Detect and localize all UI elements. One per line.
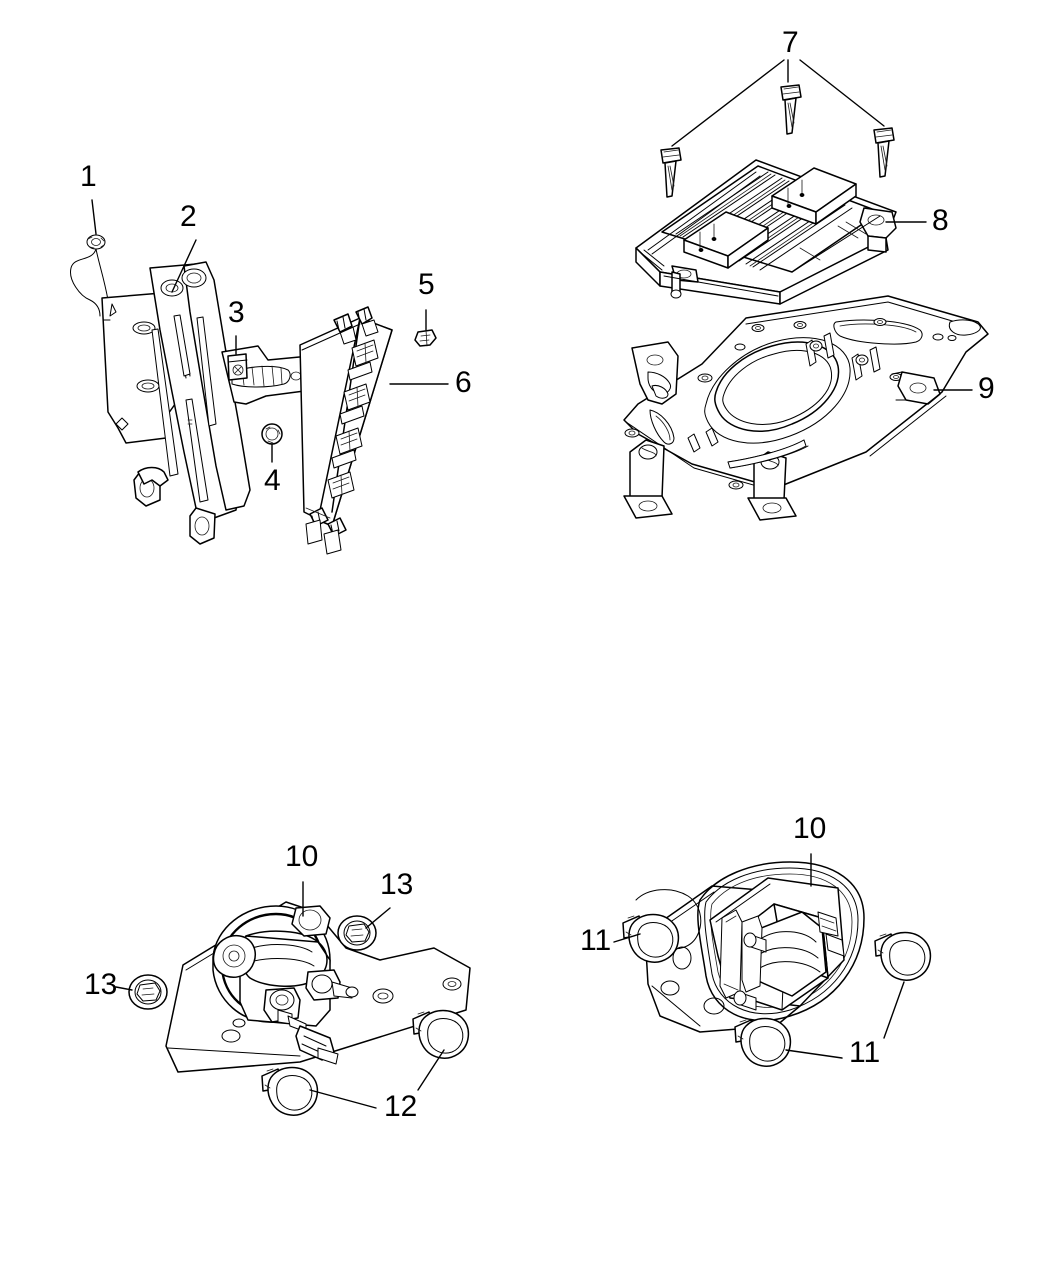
callout-label-7: 7 [782,26,799,59]
leader-11a [613,933,641,943]
part-11-bolt-right [874,931,932,981]
leader-12b [417,1049,445,1091]
callout-label-3: 3 [228,296,245,329]
callout-label-6: 6 [455,366,472,399]
callout-label-13-left: 13 [84,968,118,1001]
leader-11b [785,1049,843,1059]
leader-13a [365,907,391,929]
part-8-module-engine-control [635,159,897,305]
leader-12a [309,1089,377,1109]
leader-2 [171,239,197,293]
part-11-bolt-bottom [734,1017,792,1067]
callout-label-11-left: 11 [580,924,612,957]
callout-label-5: 5 [418,268,435,301]
part-11-bolt-left [622,913,680,963]
callout-label-9: 9 [978,372,995,405]
callout-leader-lines [91,199,973,1109]
assembly-starter-relay-right [622,861,932,1067]
part-7-screw-module-mounting [660,59,895,198]
callout-label-2: 2 [180,200,197,233]
callout-label-10-right: 10 [793,812,827,845]
part-3-nut-clip [227,353,248,381]
part-5-screw-retainer [414,329,437,347]
screw-right [873,127,895,178]
part-12-bolt-bottom [261,1066,319,1116]
callout-label-13-right: 13 [380,868,414,901]
part-2-bracket-engine-control-module [101,261,313,545]
part-9-bracket-module-mounting-plate [623,295,989,521]
callout-label-12: 12 [384,1090,418,1123]
part-6-module-transmission-control [299,306,393,555]
callout-label-10-left: 10 [285,840,319,873]
part-12-bolt-right [412,1009,470,1059]
leader-1 [91,199,97,235]
callout-label-4: 4 [264,464,281,497]
callout-label-8: 8 [932,204,949,237]
part-13-nut-right [337,915,377,951]
part-13-nut-left [128,974,168,1010]
screw-center [780,84,802,135]
part-4-nut-flange [261,423,283,445]
assembly-starter-relay-left [128,901,471,1116]
part-1-nut-ground-stud [70,234,110,326]
callout-label-1: 1 [80,160,97,193]
screw-left [660,147,682,198]
leader-11c [883,981,905,1039]
callout-label-11-bottom: 11 [849,1036,881,1069]
leader-13b [115,986,133,991]
